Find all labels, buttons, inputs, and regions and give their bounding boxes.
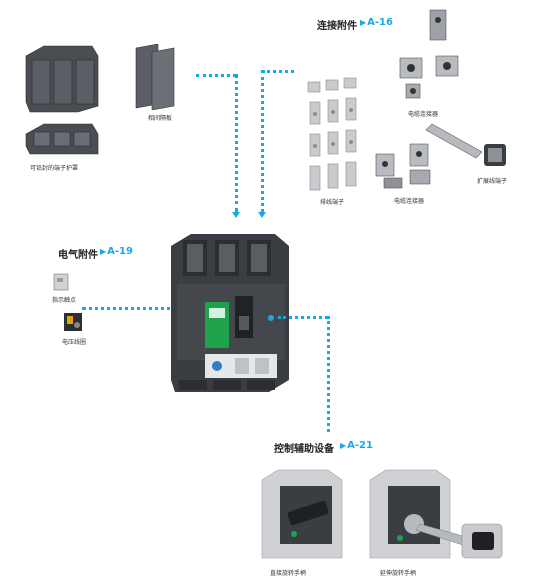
connector-line-right-v	[261, 70, 264, 212]
connector-line-electrical	[82, 307, 178, 310]
control-aux-title: 控制辅助设备	[274, 444, 334, 455]
extended-rotary-handle-label: 延伸旋转手柄	[380, 570, 417, 577]
voltage-coil-label: 电压线圈	[62, 339, 87, 346]
cable-connector-bottom-image	[375, 143, 431, 189]
cable-connector-top-image	[399, 9, 459, 99]
connection-accessories-title: 连接附件	[317, 21, 357, 32]
arrow-left	[232, 212, 240, 218]
extended-terminal-label: 扩展线端子	[477, 178, 508, 185]
arrow-right	[258, 212, 266, 218]
connector-line-control-h	[278, 316, 328, 319]
indicator-contact-image	[53, 273, 69, 291]
busbar-terminal-label: 排线端子	[320, 199, 345, 206]
connector-line-left-h	[196, 74, 236, 77]
connector-line-left-v	[235, 74, 238, 212]
electrical-accessories-title: 电气附件	[58, 250, 98, 261]
phase-barrier-image	[135, 44, 175, 110]
voltage-coil-image	[64, 313, 82, 331]
indicator-contact-label: 指示触点	[52, 297, 77, 304]
busbar-terminal-image	[307, 77, 357, 191]
cable-connector-bottom-label: 电缆连接器	[394, 198, 425, 205]
connector-line-control-v	[327, 316, 330, 432]
circuit-breaker-image	[171, 234, 289, 392]
extended-terminal-image	[425, 123, 506, 166]
connection-accessories-ref[interactable]: A-16	[360, 17, 393, 28]
direct-rotary-handle-image	[261, 469, 343, 559]
phase-barrier-label: 相间隔板	[148, 115, 173, 122]
connector-line-right-h	[262, 70, 294, 73]
extended-rotary-handle-image	[369, 469, 503, 559]
direct-rotary-handle-label: 直接旋转手柄	[270, 570, 307, 577]
electrical-accessories-ref[interactable]: A-19	[100, 246, 133, 257]
control-aux-ref[interactable]: A-21	[340, 440, 373, 451]
cable-connector-top-label: 电缆连接器	[408, 111, 439, 118]
terminal-cover-image	[25, 45, 99, 155]
sealable-cover-label: 可铅封的端子护罩	[30, 165, 79, 172]
